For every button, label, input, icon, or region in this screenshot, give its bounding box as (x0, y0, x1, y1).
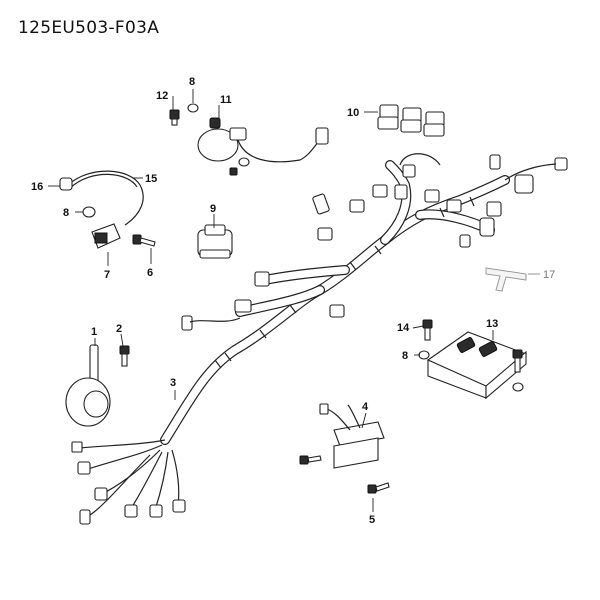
callout-10: 10 (347, 107, 359, 119)
callout-7: 7 (104, 269, 110, 281)
relay[interactable] (197, 224, 233, 259)
callout-12: 12 (156, 90, 168, 102)
washer-8a[interactable] (82, 206, 96, 218)
regulator-rectifier[interactable] (319, 403, 385, 469)
bolt-12[interactable] (169, 109, 180, 126)
leader-lines (48, 89, 540, 512)
bolt-5[interactable] (367, 482, 390, 494)
horn[interactable] (65, 344, 111, 427)
starter-relay[interactable] (197, 117, 329, 176)
callout-9: 9 (210, 203, 216, 215)
callout-1: 1 (91, 326, 97, 338)
callout-11: 11 (220, 94, 232, 106)
callout-8c: 8 (402, 350, 408, 362)
callout-16: 16 (31, 181, 43, 193)
callout-2: 2 (116, 323, 122, 335)
callout-13: 13 (486, 318, 498, 330)
wiring-harness[interactable] (71, 153, 568, 525)
pickup-sensor-cable[interactable] (59, 170, 144, 249)
callout-3: 3 (170, 377, 176, 389)
callout-4: 4 (362, 401, 369, 413)
connector-covers[interactable] (377, 104, 445, 137)
nut-8c[interactable] (418, 350, 430, 360)
ecu-unit[interactable] (426, 331, 528, 400)
diagram-code: 125EU503-F03A (18, 18, 160, 38)
bolt-6[interactable] (132, 234, 156, 247)
callout-8b: 8 (189, 76, 195, 88)
ecu-side-bolt[interactable] (512, 349, 524, 392)
callout-15: 15 (145, 173, 157, 185)
horn-bolt[interactable] (119, 345, 130, 367)
callout-17: 17 (543, 269, 555, 281)
bolt-4-side[interactable] (299, 455, 322, 465)
callout-5: 5 (369, 514, 375, 526)
bolt-14[interactable] (422, 319, 433, 341)
nut-8b[interactable] (187, 103, 199, 113)
callout-6: 6 (147, 267, 153, 279)
bracket[interactable] (485, 267, 527, 292)
callout-14: 14 (397, 322, 410, 334)
callout-8a: 8 (63, 207, 69, 219)
